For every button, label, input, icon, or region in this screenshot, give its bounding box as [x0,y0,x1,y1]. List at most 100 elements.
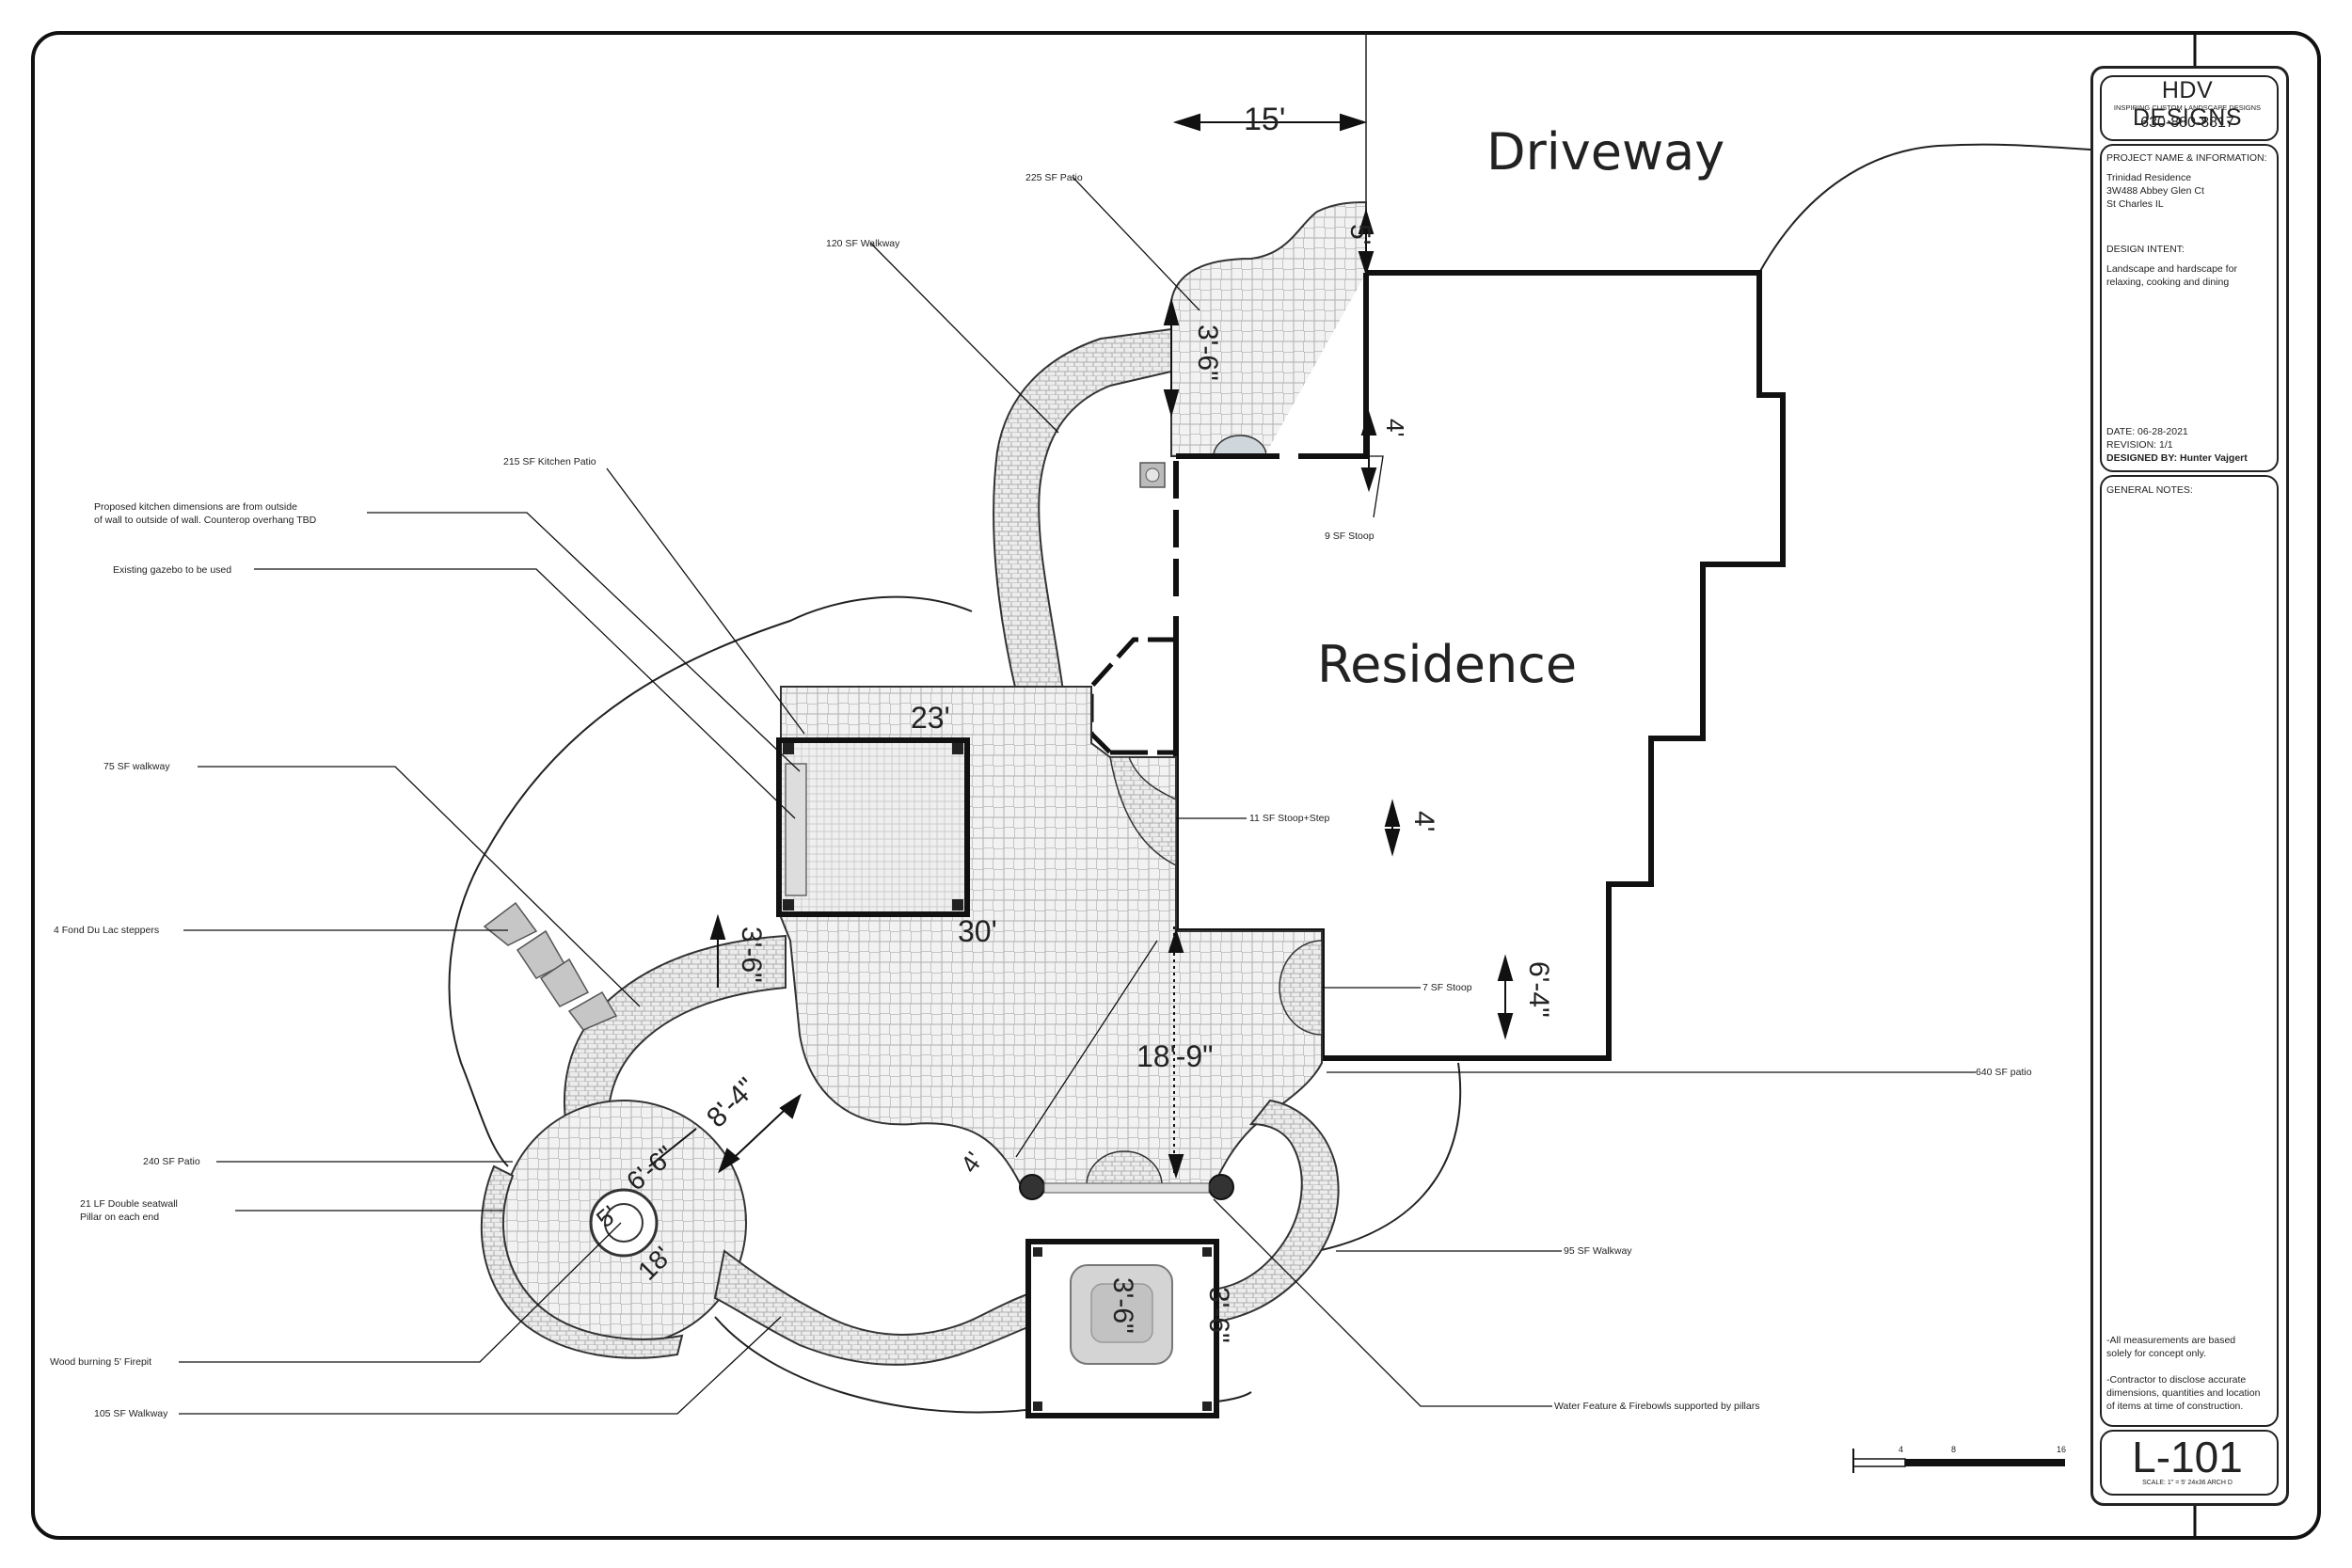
dim-arrow-15-right [1340,113,1368,132]
scale-bar-seg-2 [1905,1459,1957,1466]
residence-label: Residence [1317,635,1578,694]
callout-walkway-75: 75 SF walkway [103,761,170,772]
dim-label-3-6-right: 3'-6" [1203,1287,1234,1343]
dim-arrow-18-9 [1168,1154,1184,1180]
gazebo-kitchen [776,737,970,917]
dim-label-23: 23' [911,701,950,735]
dim-arrow-4-stoop-b [1360,467,1377,493]
dim-arrow-4-mid-a [1384,799,1401,827]
callout-walkway-105: 105 SF Walkway [94,1408,168,1419]
note-1-line-1: -All measurements are based [2106,1335,2236,1346]
title-block-logo [2100,75,2279,141]
walkway-120 [993,327,1172,692]
dim-label-15: 15' [1244,102,1286,137]
leader-walkway-105 [179,1316,782,1415]
leader-water-feature [1213,1198,1552,1407]
bed-outline-east [1316,1062,1462,1252]
leader-stoop-9 [1317,455,1384,518]
dim-label-30: 30' [958,914,997,948]
gazebo-post-se [952,899,963,911]
dim-arrow-15-left [1172,113,1200,132]
scale-bar-seg-3 [1957,1459,2065,1466]
dim-arrow-3-6-top-a [1163,297,1180,325]
callout-patio-640: 640 SF patio [1976,1067,2032,1078]
intent-heading: DESIGN INTENT: [2106,244,2185,255]
walkway-105 [713,1249,1031,1366]
water-feature-inner [1090,1283,1153,1343]
kitchen-counter [785,763,807,896]
sheet-number: L-101 [2132,1433,2243,1481]
callout-seatwall-2: Pillar on each end [80,1212,160,1223]
dim-label-18-9: 18'-9" [1136,1039,1214,1073]
callout-walkway-120: 120 SF Walkway [826,238,900,249]
dim-arrow-18-9-top [1168,927,1184,953]
leader-walkway-75 [198,766,641,1007]
callout-steppers: 4 Fond Du Lac steppers [54,925,160,936]
callout-kitchen-note-1: Proposed kitchen dimensions are from out… [94,501,297,513]
note-2-line-1: -Contractor to disclose accurate [2106,1374,2247,1386]
leader-walkway-120 [869,242,1059,434]
dim-line-6-6 [648,1128,697,1167]
stepper-3 [539,958,590,1007]
project-heading: PROJECT NAME & INFORMATION: [2106,152,2267,164]
wf-post-se [1202,1402,1212,1411]
leader-kitchen-note [367,512,801,772]
notes-heading: GENERAL NOTES: [2106,484,2193,496]
dim-label-3-6-wf: 3'-6" [1107,1277,1138,1334]
wf-post-nw [1033,1247,1042,1257]
dim-label-3-6-top: 3'-6" [1192,325,1223,381]
callout-stoop-9: 9 SF Stoop [1325,531,1375,542]
residence-bay-wall-2 [1110,750,1179,931]
callout-water-feature: Water Feature & Firebowls supported by p… [1554,1401,1760,1412]
scale-tick-2: 8 [1951,1445,1957,1454]
stoop-step-11 [1109,756,1177,867]
sheet-border [31,31,2321,1540]
scale-bar-seg-1 [1852,1458,1906,1467]
gazebo-post-sw [783,899,794,911]
scale-tick-3: 16 [2057,1445,2067,1454]
pillar-west [1019,1174,1045,1200]
callout-kitchen-patio: 215 SF Kitchen Patio [503,456,596,467]
leader-patio-225 [1072,176,1200,311]
wf-post-sw [1033,1402,1042,1411]
company-phone: 630-880-8817 [2140,115,2234,131]
dim-arrow-4-stoop-a [1360,410,1377,436]
project-line-3: St Charles IL [2106,198,2164,210]
stepper-4 [567,990,618,1031]
dim-arrow-5-bottom [1358,251,1375,277]
dim-arrow-3-6-left-a [709,913,726,940]
dim-arrow-3-6-top-b [1163,389,1180,418]
leader-firepit [179,1222,622,1363]
dim-label-4-stoop: 4' [1381,419,1409,437]
dim-label-6-4: 6'-4" [1523,961,1554,1018]
designer: DESIGNED BY: Hunter Vajgert [2106,452,2248,464]
water-feature-step [1086,1150,1163,1186]
callout-firepit: Wood burning 5' Firepit [50,1356,152,1368]
gazebo-post-nw [783,743,794,754]
dim-label-3-6-left: 3'-6" [736,927,767,983]
callout-patio-240: 240 SF Patio [143,1156,200,1167]
note-1-line-2: solely for concept only. [2106,1348,2207,1359]
dim-arrow-6-4-b [1497,1013,1514,1040]
intent-line-2: relaxing, cooking and dining [2106,277,2230,288]
callout-seatwall-1: 21 LF Double seatwall [80,1198,178,1210]
note-2-line-2: dimensions, quantities and location [2106,1387,2261,1399]
design-date: DATE: 06-28-2021 [2106,426,2188,437]
scale-tick-1: 4 [1899,1445,1904,1454]
dim-label-5: 5' [1344,224,1375,245]
dim-arrow-8-4-b [718,1148,740,1174]
note-2-line-3: of items at time of construction. [2106,1401,2244,1412]
callout-patio-225: 225 SF Patio [1025,172,1083,183]
stepper-1 [483,901,538,946]
pillar-east [1208,1174,1234,1200]
callout-gazebo: Existing gazebo to be used [113,564,232,576]
dim-arrow-8-4-a [779,1093,802,1119]
leader-patio-diagonal [1015,940,1158,1158]
dim-arrow-4-mid-b [1384,829,1401,857]
bed-outline-west [448,595,973,1167]
project-line-1: Trinidad Residence [2106,172,2192,183]
stoop-9 [1213,435,1267,457]
wf-post-ne [1202,1247,1212,1257]
project-info-panel [2100,144,2279,472]
